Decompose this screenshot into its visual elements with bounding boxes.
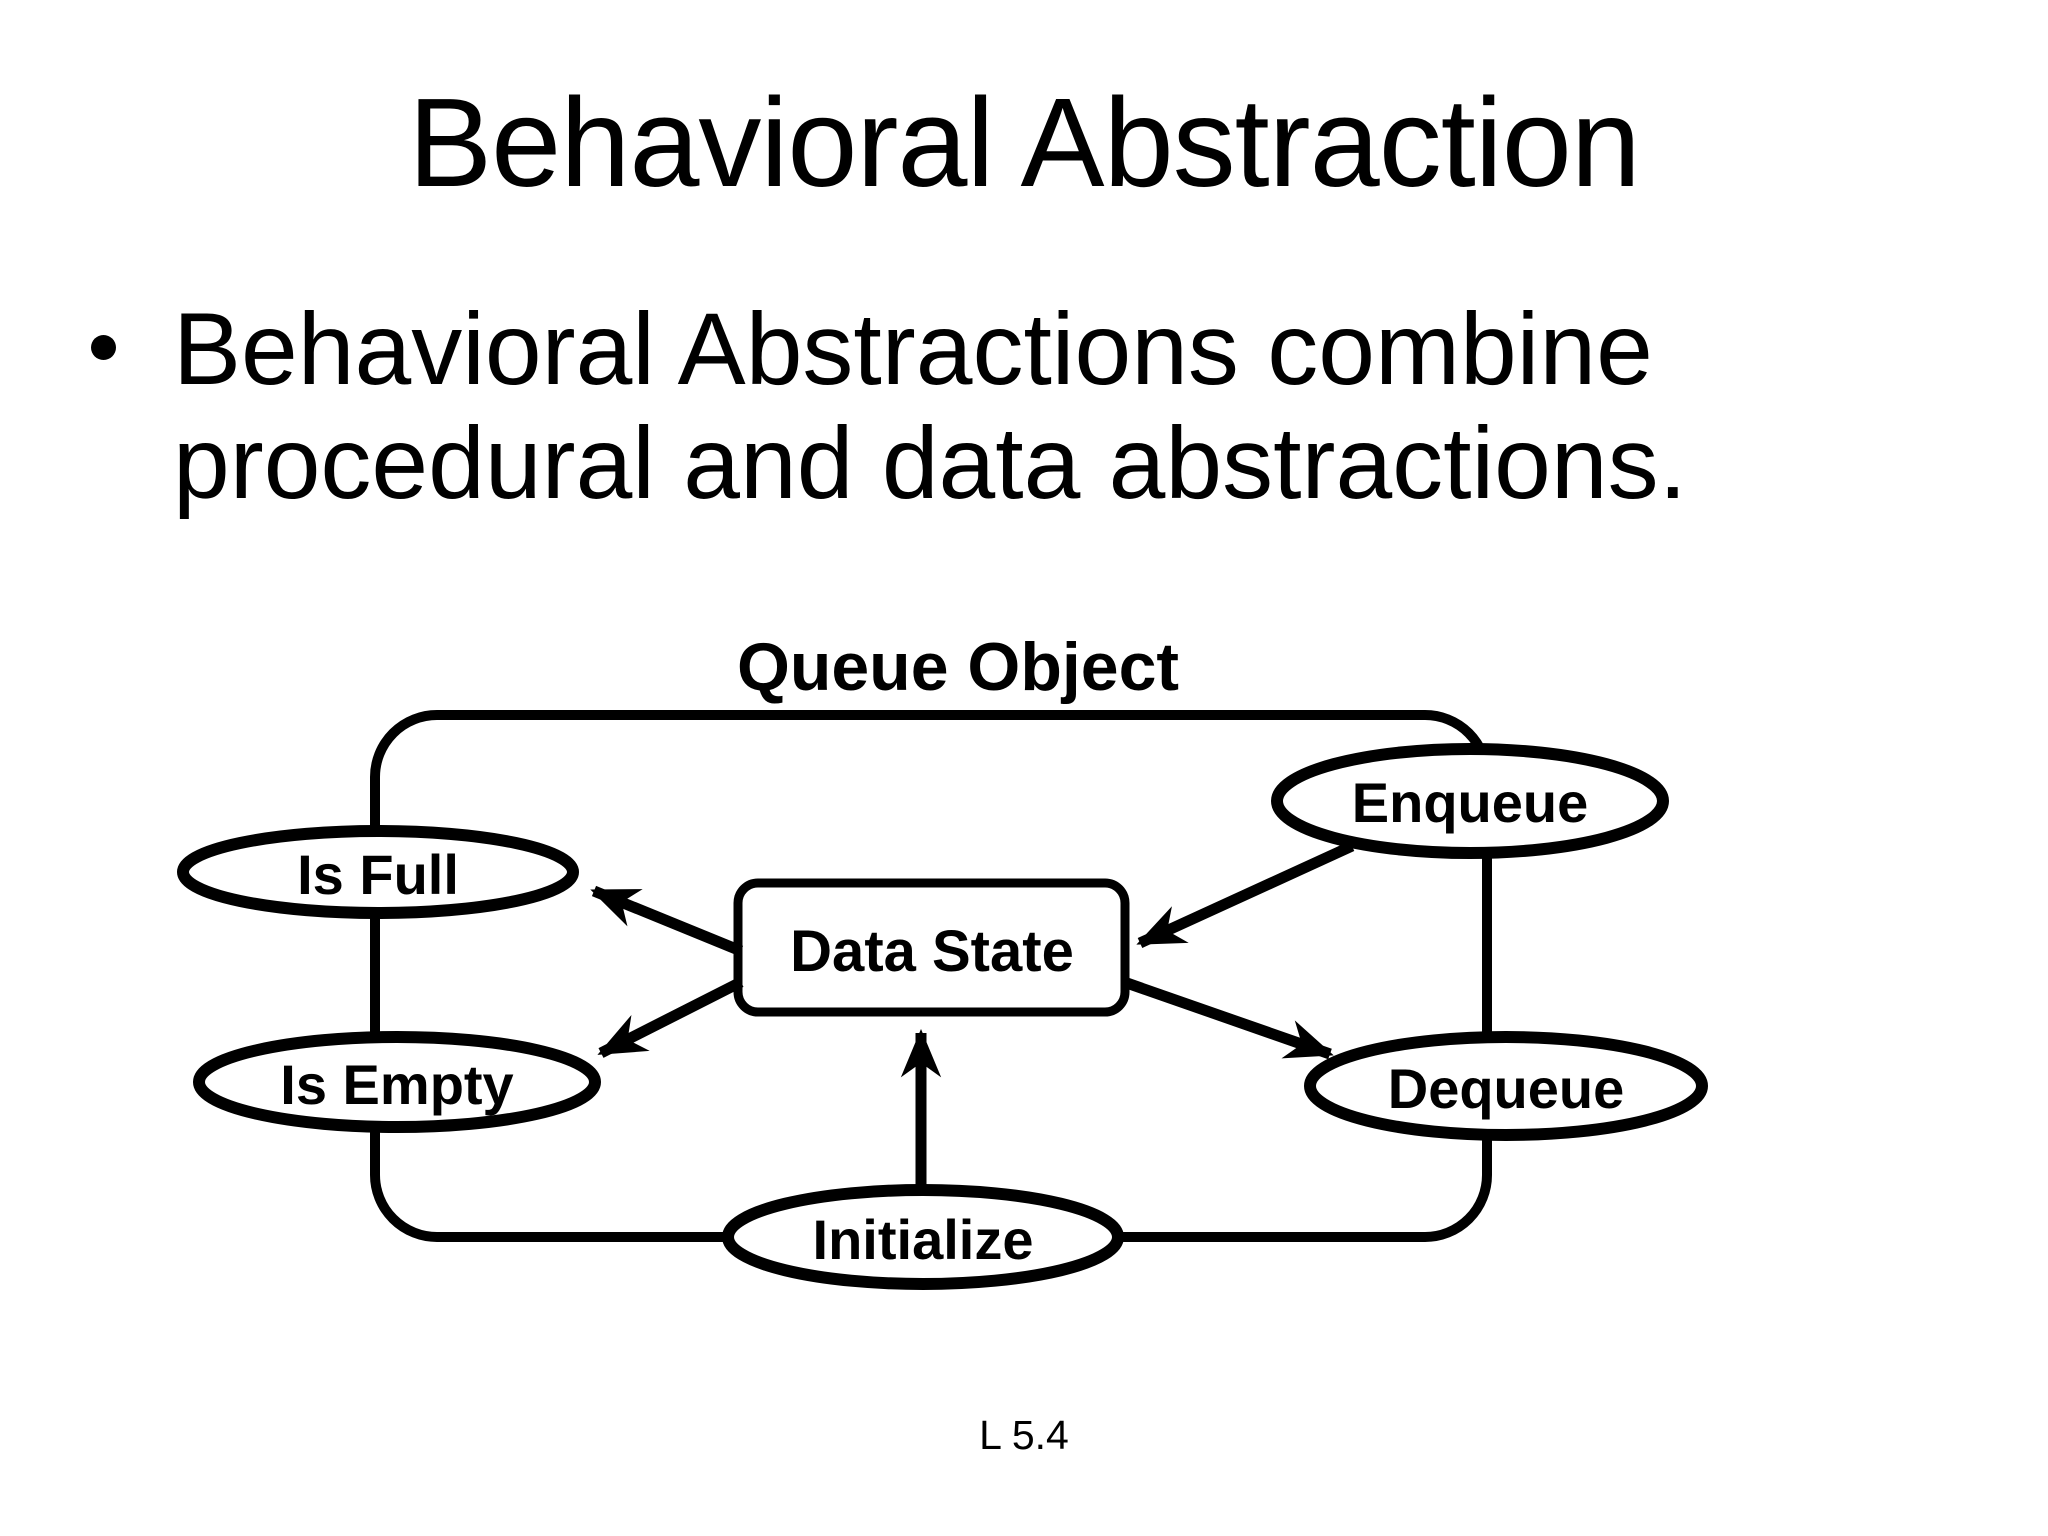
- edge-enqueue-to-data-state: [1136, 840, 1355, 949]
- slide-title: Behavioral Abstraction: [408, 72, 1641, 213]
- slide-number: L 5.4: [979, 1412, 1069, 1458]
- bullet-line-2: procedural and data abstractions.: [173, 406, 1687, 520]
- is-empty-node: [193, 1031, 601, 1133]
- is-full-label: Is Full: [297, 843, 459, 906]
- bullet-marker: [91, 335, 116, 360]
- dequeue-node: [1304, 1031, 1708, 1141]
- is-empty-label: Is Empty: [280, 1053, 513, 1116]
- initialize-label: Initialize: [813, 1208, 1034, 1271]
- edge-data-state-to-is-empty: [597, 977, 744, 1058]
- enqueue-node: [1271, 743, 1669, 859]
- bullet-line-1: Behavioral Abstractions combine: [173, 292, 1653, 406]
- is-full-node: [177, 825, 579, 919]
- data-state-label: Data State: [790, 919, 1074, 984]
- diagram-title: Queue Object: [737, 629, 1179, 705]
- dequeue-label: Dequeue: [1388, 1057, 1625, 1120]
- edge-data-state-to-is-full: [590, 885, 744, 957]
- enqueue-label: Enqueue: [1352, 771, 1588, 834]
- bullet-text: Behavioral Abstractions combine procedur…: [173, 292, 1687, 520]
- edge-data-state-to-dequeue: [1122, 976, 1334, 1060]
